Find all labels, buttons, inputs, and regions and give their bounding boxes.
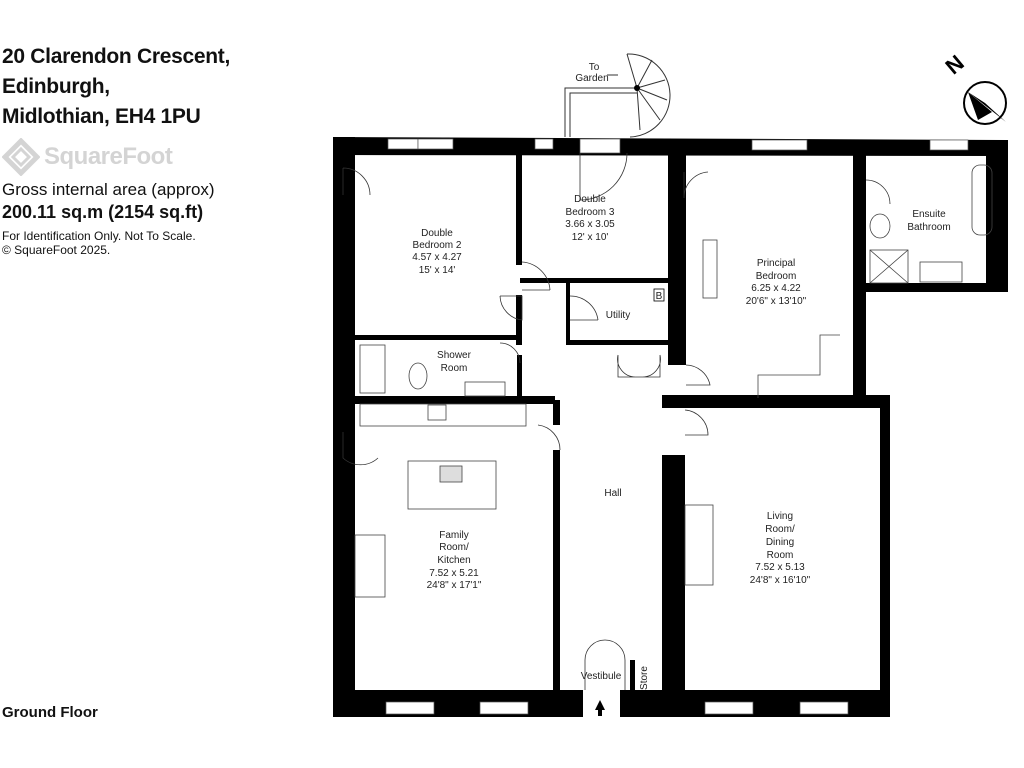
room-vestibule: Vestibule [581, 671, 622, 682]
garden-label-2: Garden [575, 73, 608, 84]
stair-newel [634, 85, 640, 91]
svg-text:20'6" x 13'10": 20'6" x 13'10" [746, 296, 807, 307]
room-shower-room: Shower Room [437, 350, 472, 374]
disclaimer: For Identification Only. Not To Scale. [2, 229, 196, 243]
svg-text:6.25 x 4.22: 6.25 x 4.22 [751, 283, 801, 294]
room-living-dining: Living Room/ Dining Room 7.52 x 5.13 24'… [750, 511, 811, 586]
svg-text:24'8" x 16'10": 24'8" x 16'10" [750, 575, 811, 586]
room-double-bedroom-2: Double Bedroom 2 4.57 x 4.27 15' x 14' [412, 228, 462, 276]
svg-text:Ensuite: Ensuite [912, 209, 946, 220]
svg-text:4.57 x 4.27: 4.57 x 4.27 [412, 252, 462, 263]
svg-text:Dining: Dining [766, 537, 794, 548]
area-label: Gross internal area (approx) [2, 180, 215, 199]
entrance-arrow-icon [595, 700, 605, 716]
logo-text: SquareFoot [44, 143, 173, 170]
svg-text:Double: Double [574, 194, 606, 205]
doors [342, 152, 891, 690]
copyright: © SquareFoot 2025. [2, 243, 111, 257]
squarefoot-logo: SquareFoot [2, 138, 173, 176]
address-line-3: Midlothian, EH4 1PU [2, 105, 201, 128]
windows [385, 138, 969, 718]
svg-text:12' x 10': 12' x 10' [572, 232, 609, 243]
room-family-kitchen: Family Room/ Kitchen 7.52 x 5.21 24'8" x… [427, 530, 482, 591]
boiler-label: B [656, 291, 663, 302]
room-double-bedroom-3: Double Bedroom 3 3.66 x 3.05 12' x 10' [565, 194, 615, 243]
fixtures [354, 164, 993, 598]
squarefoot-logo-icon [2, 138, 40, 176]
svg-text:Room/: Room/ [765, 524, 795, 535]
svg-text:Bedroom: Bedroom [756, 271, 797, 282]
walls [333, 137, 1008, 717]
svg-text:Bedroom 3: Bedroom 3 [566, 207, 615, 218]
room-utility: Utility [606, 310, 630, 321]
boiler-box [653, 288, 665, 302]
svg-text:N: N [941, 50, 969, 79]
svg-text:Living: Living [767, 511, 793, 522]
north-arrow-icon: N [941, 50, 1007, 125]
svg-text:Family: Family [439, 530, 468, 541]
address-line-1: 20 Clarendon Crescent, [2, 45, 230, 68]
floor-label: Ground Floor [2, 704, 98, 721]
svg-text:Double: Double [421, 228, 453, 239]
svg-text:Room/: Room/ [439, 542, 469, 553]
svg-text:15' x 14': 15' x 14' [419, 265, 456, 276]
room-ensuite-bathroom: Ensuite Bathroom [907, 209, 950, 233]
spiral-staircase [564, 53, 671, 138]
svg-text:Bathroom: Bathroom [907, 222, 950, 233]
room-store: Store [639, 666, 650, 690]
garden-label-1: To [589, 62, 600, 73]
svg-text:3.66 x 3.05: 3.66 x 3.05 [565, 219, 615, 230]
svg-text:Principal: Principal [757, 258, 795, 269]
room-principal-bedroom: Principal Bedroom 6.25 x 4.22 20'6" x 13… [746, 258, 807, 307]
svg-text:Kitchen: Kitchen [437, 555, 470, 566]
room-hall: Hall [604, 488, 621, 499]
svg-text:24'8" x 17'1": 24'8" x 17'1" [427, 580, 482, 591]
svg-text:Shower: Shower [437, 350, 472, 361]
svg-text:7.52 x 5.21: 7.52 x 5.21 [429, 568, 479, 579]
svg-text:Room: Room [441, 363, 468, 374]
area-value: 200.11 sq.m (2154 sq.ft) [2, 202, 204, 222]
address-line-2: Edinburgh, [2, 75, 110, 98]
svg-text:Bedroom 2: Bedroom 2 [413, 240, 462, 251]
svg-text:7.52 x 5.13: 7.52 x 5.13 [755, 562, 805, 573]
svg-text:Room: Room [767, 550, 794, 561]
